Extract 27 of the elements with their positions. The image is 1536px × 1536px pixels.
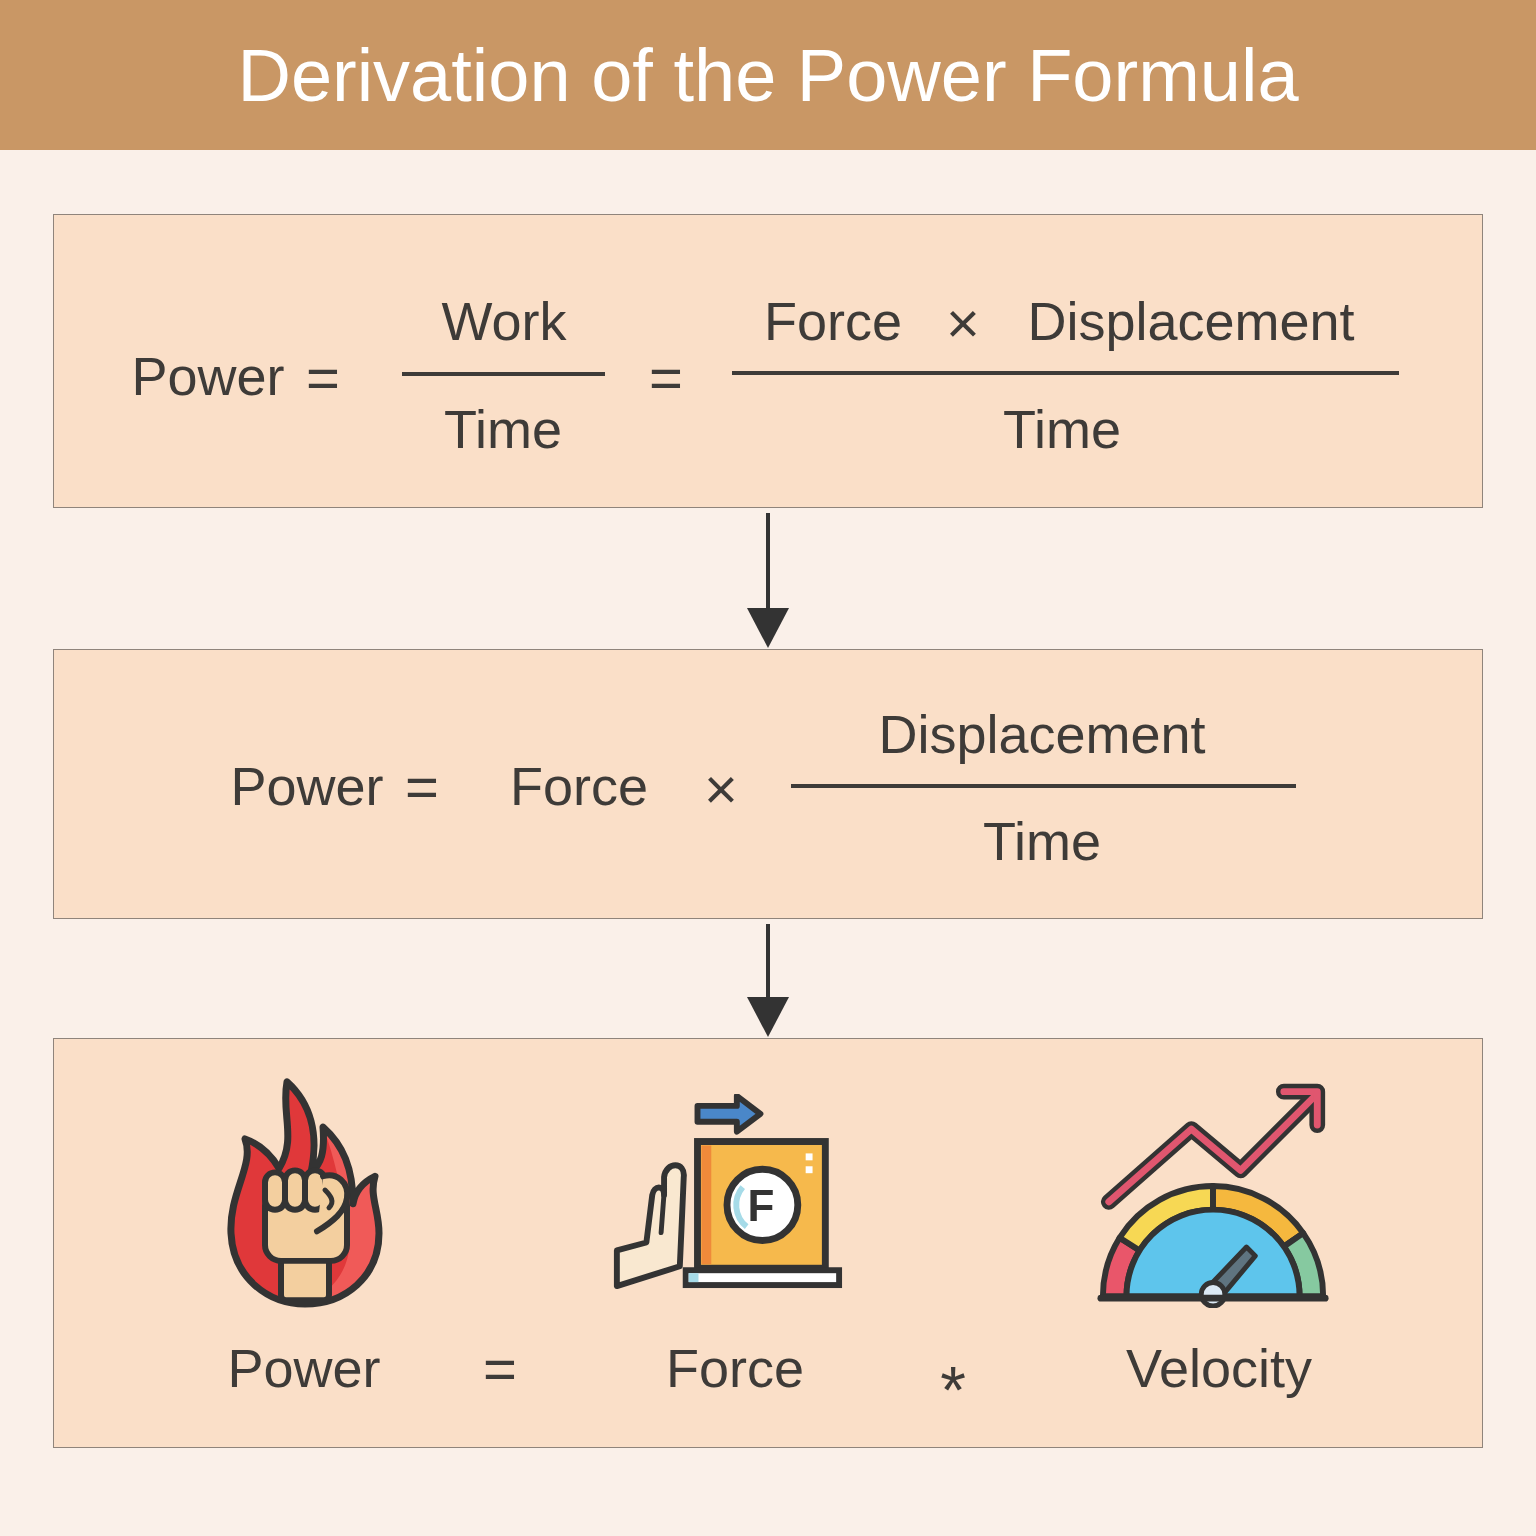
arrow [747, 513, 789, 648]
math-operator: = [405, 753, 439, 822]
math-operator: = [649, 344, 683, 413]
formula-term: Time [444, 397, 562, 461]
formula-term: Work [441, 289, 567, 353]
formula-term: Velocity [1125, 1336, 1313, 1400]
formula-term: Force [510, 754, 648, 818]
formula-term: Displacement [878, 702, 1206, 766]
formula-box [53, 649, 1483, 919]
formula-term: Force [764, 289, 902, 353]
formula-term: Power [230, 754, 384, 818]
formula-term: Time [1003, 397, 1121, 461]
math-operator: * [940, 1352, 966, 1430]
formula-term: Force [666, 1336, 804, 1400]
formula-term: Displacement [1027, 289, 1355, 353]
icon-letter: F [747, 1179, 775, 1232]
formula-term: Power [131, 344, 285, 408]
formula-term: Power [227, 1336, 381, 1400]
formula-term: Time [983, 809, 1101, 873]
math-operator: = [483, 1335, 517, 1404]
math-operator: = [306, 344, 340, 413]
title: Derivation of the Power Formula [237, 33, 1299, 119]
math-operator: × [946, 289, 980, 358]
math-operator: × [704, 755, 738, 824]
formula-box [53, 1038, 1483, 1448]
arrow [747, 924, 789, 1037]
formula-box [53, 214, 1483, 508]
